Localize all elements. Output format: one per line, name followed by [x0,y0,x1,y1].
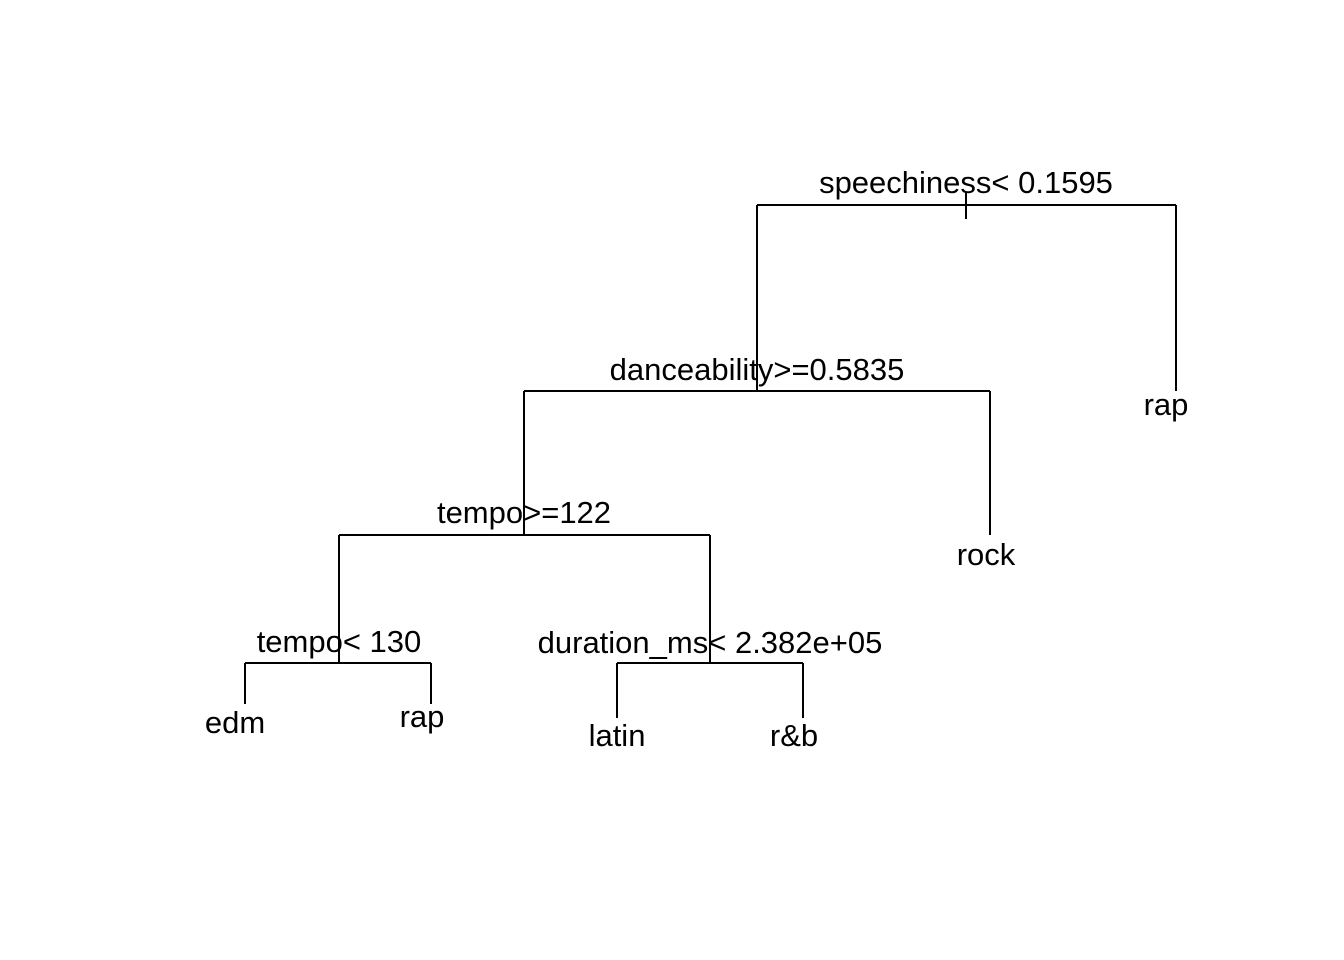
leaf-label-rap-root: rap [1144,387,1189,422]
leaf-label-edm: edm [205,705,265,740]
leaf-label-latin: latin [589,718,646,753]
split-label-tempo-122: tempo>=122 [437,495,611,530]
split-node-duration: duration_ms< 2.382e+05 [538,625,883,718]
split-label-tempo-130: tempo< 130 [257,624,422,659]
split-node-tempo-122: tempo>=122 [338,495,711,663]
split-label-duration: duration_ms< 2.382e+05 [538,625,883,660]
leaf-label-rnb: r&b [770,718,818,753]
split-label-speechiness: speechiness< 0.1595 [819,165,1113,200]
split-label-danceability: danceability>=0.5835 [610,352,905,387]
split-node-tempo-130: tempo< 130 [244,624,432,704]
split-node-speechiness: speechiness< 0.1595 [756,165,1177,391]
leaf-label-rap: rap [400,699,445,734]
split-node-danceability: danceability>=0.5835 [523,352,991,535]
leaf-label-rock: rock [957,537,1016,572]
